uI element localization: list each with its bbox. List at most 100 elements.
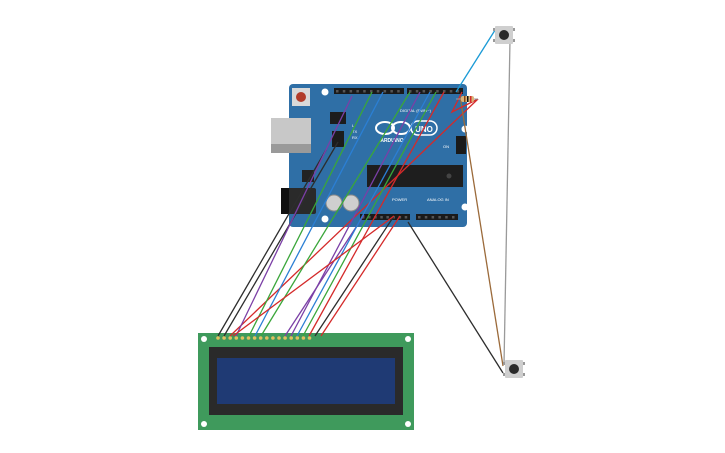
button-leg (493, 28, 495, 31)
header-pin[interactable] (397, 90, 400, 93)
mounting-hole (321, 215, 329, 223)
lcd-16x2[interactable] (198, 333, 414, 430)
analog-header-label: ANALOG IN (427, 197, 449, 202)
wire-purple[interactable] (284, 214, 365, 337)
chip-notch (446, 173, 452, 179)
button-leg (503, 362, 505, 365)
arduino-uno-board[interactable]: UNO ARDUINO TX RX L ON DIGITAL (PWM~) PO… (271, 84, 469, 227)
wire-gray[interactable] (503, 39, 511, 366)
icsp-header (456, 136, 466, 154)
wire-green[interactable] (248, 91, 373, 337)
header-pin[interactable] (449, 90, 453, 93)
header-pin[interactable] (445, 216, 448, 219)
pushbutton-bottom[interactable] (503, 360, 525, 378)
header-pin[interactable] (390, 90, 393, 93)
header-pin[interactable] (456, 90, 460, 93)
button-cap (509, 364, 519, 374)
wire-cyan[interactable] (455, 26, 498, 93)
header-pin[interactable] (376, 90, 380, 93)
lcd-pin[interactable] (307, 336, 312, 340)
lcd-pin[interactable] (258, 336, 263, 340)
wire-blue[interactable] (254, 91, 384, 337)
header-pin[interactable] (370, 90, 373, 93)
header-pin[interactable] (429, 90, 432, 93)
lcd-pin[interactable] (234, 336, 239, 340)
digital-header-label: DIGITAL (PWM~) (400, 108, 432, 113)
resistor[interactable] (456, 96, 478, 102)
pushbutton-top[interactable] (493, 26, 515, 44)
wire-red[interactable] (308, 91, 445, 337)
wire-black[interactable] (217, 149, 327, 337)
lcd-pin[interactable] (222, 336, 226, 340)
wire-red[interactable] (232, 215, 395, 337)
wire-brown[interactable] (459, 95, 504, 367)
header-pin[interactable] (415, 90, 419, 93)
wire-black[interactable] (223, 141, 339, 337)
header-pin[interactable] (436, 90, 439, 93)
header-pin[interactable] (409, 90, 412, 93)
wire-green[interactable] (260, 91, 411, 337)
wire-purple[interactable] (235, 95, 353, 337)
header-pin[interactable] (383, 90, 387, 93)
lcd-pin[interactable] (246, 336, 251, 340)
lcd-pin[interactable] (289, 336, 294, 340)
lcd-pin[interactable] (271, 336, 275, 340)
l-label: L (352, 123, 355, 128)
lcd-pin[interactable] (283, 336, 287, 340)
header-pin[interactable] (342, 90, 346, 93)
reset-button-cap (296, 92, 306, 102)
lcd-pin[interactable] (301, 336, 306, 340)
resistor-band (467, 96, 469, 102)
header-pin[interactable] (368, 216, 371, 219)
lcd-pin[interactable] (240, 336, 245, 340)
lcd-pin[interactable] (228, 336, 232, 340)
wire-black[interactable] (407, 221, 504, 374)
header-pin[interactable] (424, 216, 428, 219)
lcd-pin[interactable] (277, 336, 281, 340)
digital-header-left[interactable] (334, 88, 404, 94)
lcd-pin[interactable] (216, 336, 220, 340)
digital-header-right[interactable] (407, 88, 463, 94)
lcd-mount-hole (201, 421, 207, 427)
header-pin[interactable] (404, 216, 408, 219)
lcd-pin[interactable] (295, 336, 300, 340)
power-header[interactable] (360, 214, 410, 220)
wire-blue[interactable] (296, 91, 431, 337)
header-pin[interactable] (386, 216, 389, 219)
lcd-pin[interactable] (252, 336, 257, 340)
lcd-mount-hole (405, 421, 411, 427)
header-pin[interactable] (431, 216, 435, 219)
arduino-label: ARDUINO (380, 138, 403, 144)
header-pin[interactable] (443, 90, 446, 93)
wire-purple[interactable] (290, 91, 421, 337)
button-leg (523, 362, 525, 365)
header-pins (336, 90, 460, 219)
header-pin[interactable] (380, 216, 383, 219)
header-pin[interactable] (349, 90, 353, 93)
lcd-mount-hole (405, 336, 411, 342)
lcd-pin[interactable] (265, 336, 269, 340)
lcd-screen (217, 358, 395, 404)
dc-power-jack-end (281, 188, 289, 214)
power-header-label: POWER (392, 197, 407, 202)
header-pin[interactable] (438, 216, 441, 219)
header-pin[interactable] (374, 216, 377, 219)
header-pin[interactable] (418, 216, 421, 219)
mounting-hole (461, 203, 469, 211)
lcd-pins (216, 336, 312, 340)
header-pin[interactable] (356, 90, 359, 93)
header-pin[interactable] (363, 90, 366, 93)
wire-red[interactable] (320, 215, 401, 337)
button-leg (493, 39, 495, 42)
header-pin[interactable] (452, 216, 455, 219)
usb-connector-base (271, 144, 311, 153)
wire-green[interactable] (302, 91, 437, 337)
header-pin[interactable] (336, 90, 339, 93)
header-pin[interactable] (422, 90, 426, 93)
wire-black[interactable] (314, 215, 395, 337)
uno-label: UNO (415, 125, 433, 134)
analog-header[interactable] (416, 214, 458, 220)
button-cap (499, 30, 509, 40)
button-leg (503, 373, 505, 376)
